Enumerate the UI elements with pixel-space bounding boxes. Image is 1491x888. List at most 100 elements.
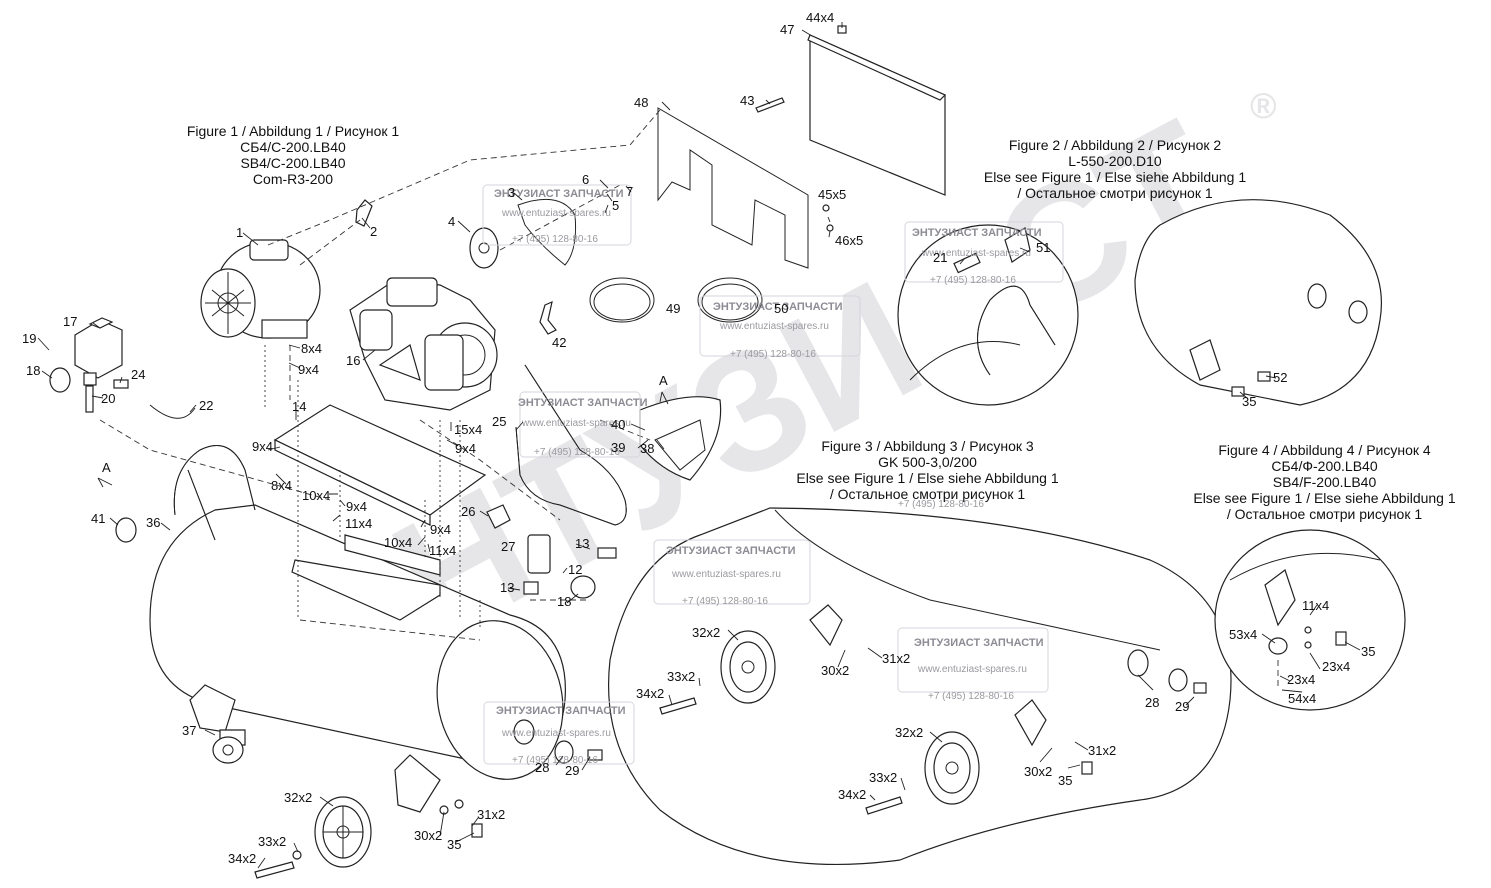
part-label-18-b: 18	[557, 594, 571, 609]
part-label-18-a: 18	[26, 363, 40, 378]
check-valve-27	[527, 534, 551, 574]
part-label-41: 41	[91, 511, 105, 526]
wm-phone-7: +7 (495) 128-80-16	[512, 755, 598, 766]
part-label-20: 20	[101, 391, 115, 406]
registered-mark: ®	[1250, 85, 1277, 126]
figure-2-title: Figure 2 / Abbildung 2 / Рисунок 2	[1008, 137, 1222, 153]
view-a-marker-1: A	[102, 460, 111, 475]
part-label-31x2-b: 31x2	[882, 651, 910, 666]
part-labels: 1 2 3 4 5 6 7 8x4 9x4 9x4 9x4 9x4 9x4 10…	[22, 10, 1375, 866]
figure-3-note-en-de: Else see Figure 1 / Else siehe Abbildung…	[796, 470, 1059, 486]
part-label-8x4-a: 8x4	[301, 341, 322, 356]
part-label-53x4: 53x4	[1229, 627, 1257, 642]
wm-brand-7: ЭНТУЗИАСТ ЗАПЧАСТИ	[496, 705, 626, 717]
part-label-9x4-e: 9x4	[430, 522, 451, 537]
wm-brand-2: ЭНТУЗИАСТ ЗАПЧАСТИ	[713, 301, 843, 313]
wire-sets	[589, 277, 763, 323]
wm-phone-3: +7 (495) 128-80-16	[534, 447, 620, 458]
wm-phone-8: +7 (495) 128-80-16	[898, 499, 984, 510]
part-label-37: 37	[182, 723, 196, 738]
part-label-34x2-a: 34x2	[228, 851, 256, 866]
view-a-marker-2: A	[659, 373, 668, 388]
figure-3-note-ru: / Остальное смотри рисунок 1	[829, 486, 1026, 502]
part-label-9x4-b: 9x4	[455, 441, 476, 456]
figure-4-note-ru: / Остальное смотри рисунок 1	[1226, 506, 1423, 522]
panel-47	[809, 34, 946, 196]
part-label-6: 6	[582, 172, 589, 187]
panel-48	[657, 107, 809, 269]
back-panels	[657, 25, 947, 269]
fitting-13a	[597, 547, 617, 559]
pulley-4	[469, 227, 499, 269]
compressor-head-16	[349, 277, 498, 411]
gauge-18	[49, 367, 71, 393]
part-label-34x2-c: 34x2	[838, 787, 866, 802]
part-label-29-b: 29	[1175, 699, 1189, 714]
figure-1-model-code: Com-R3-200	[252, 171, 334, 187]
part-label-30x2-a: 30x2	[414, 828, 442, 843]
figure-2-caption: Figure 2 / Abbildung 2 / Рисунок 2 L-550…	[960, 137, 1270, 201]
part-label-9x4-d: 9x4	[346, 499, 367, 514]
bracket-2	[355, 199, 373, 227]
wire-49	[589, 277, 655, 323]
part-label-39: 39	[611, 440, 625, 455]
part-label-22: 22	[199, 398, 213, 413]
figure-3-model: GK 500-3,0/200	[878, 454, 977, 470]
pipe-22	[149, 404, 196, 419]
figure-3-detail	[607, 507, 1232, 866]
part-label-49: 49	[666, 301, 680, 316]
part-label-21: 21	[933, 250, 947, 265]
figure-1-title: Figure 1 / Abbildung 1 / Рисунок 1	[186, 123, 400, 139]
wm-phone-1: +7 (495) 128-80-16	[512, 234, 598, 245]
wheel-32-fig3b	[924, 731, 980, 805]
axle-34	[254, 861, 295, 879]
wm-url-6: www.entuziast-spares.ru	[917, 664, 1027, 675]
part-label-27: 27	[501, 539, 515, 554]
watermark-stamps: ЭНТУЗИАСТ ЗАПЧАСТИ www.entuziast-spares.…	[482, 184, 1064, 766]
detail-a	[599, 396, 722, 481]
figure-4-title: Figure 4 / Abbildung 4 / Рисунок 4	[1218, 442, 1431, 458]
foot-front	[394, 754, 441, 813]
fitting-51	[1004, 227, 1031, 263]
part-label-38: 38	[640, 441, 654, 456]
part-label-23x4-a: 23x4	[1322, 659, 1350, 674]
part-label-35-d: 35	[1361, 644, 1375, 659]
part-label-48: 48	[634, 95, 648, 110]
part-label-11x4-a: 11x4	[345, 516, 372, 531]
part-label-32x2-a: 32x2	[284, 790, 312, 805]
figure-4-detail	[1214, 529, 1406, 711]
wm-url-2: www.entuziast-spares.ru	[719, 321, 829, 332]
electric-motor-1	[200, 239, 321, 339]
wm-phone-6: +7 (495) 128-80-16	[928, 691, 1014, 702]
part-label-13-b: 13	[500, 580, 514, 595]
part-label-9x4-a: 9x4	[298, 362, 319, 377]
part-label-12: 12	[568, 562, 582, 577]
wm-brand-3: ЭНТУЗИАСТ ЗАПЧАСТИ	[518, 397, 648, 409]
part-label-5: 5	[612, 198, 619, 213]
part-label-7: 7	[626, 184, 633, 199]
part-label-23x4-b: 23x4	[1287, 672, 1315, 687]
wm-phone-4: +7 (495) 128-80-16	[930, 275, 1016, 286]
part-label-46x5: 46x5	[835, 233, 863, 248]
part-label-11x4-c: 11x4	[1302, 598, 1329, 613]
part-label-35-c: 35	[1058, 773, 1072, 788]
fitting-26	[486, 504, 511, 529]
wm-phone-2: +7 (495) 128-80-16	[730, 349, 816, 360]
part-label-36: 36	[146, 515, 160, 530]
part-label-30x2-b: 30x2	[821, 663, 849, 678]
part-label-31x2-a: 31x2	[477, 807, 505, 822]
wm-url-5: www.entuziast-spares.ru	[671, 569, 781, 580]
part-label-33x2-b: 33x2	[667, 669, 695, 684]
part-label-31x2-c: 31x2	[1088, 743, 1116, 758]
drain-28	[554, 740, 574, 764]
part-label-34x2-b: 34x2	[636, 686, 664, 701]
part-label-32x2-c: 32x2	[895, 725, 923, 740]
view-a-markers: A A	[97, 373, 669, 488]
ring-41	[115, 517, 137, 543]
part-label-24: 24	[131, 367, 145, 382]
part-label-15x4: 15x4	[454, 422, 482, 437]
part-label-32x2-b: 32x2	[692, 625, 720, 640]
part-label-10x4-a: 10x4	[302, 488, 330, 503]
part-label-33x2-c: 33x2	[869, 770, 897, 785]
